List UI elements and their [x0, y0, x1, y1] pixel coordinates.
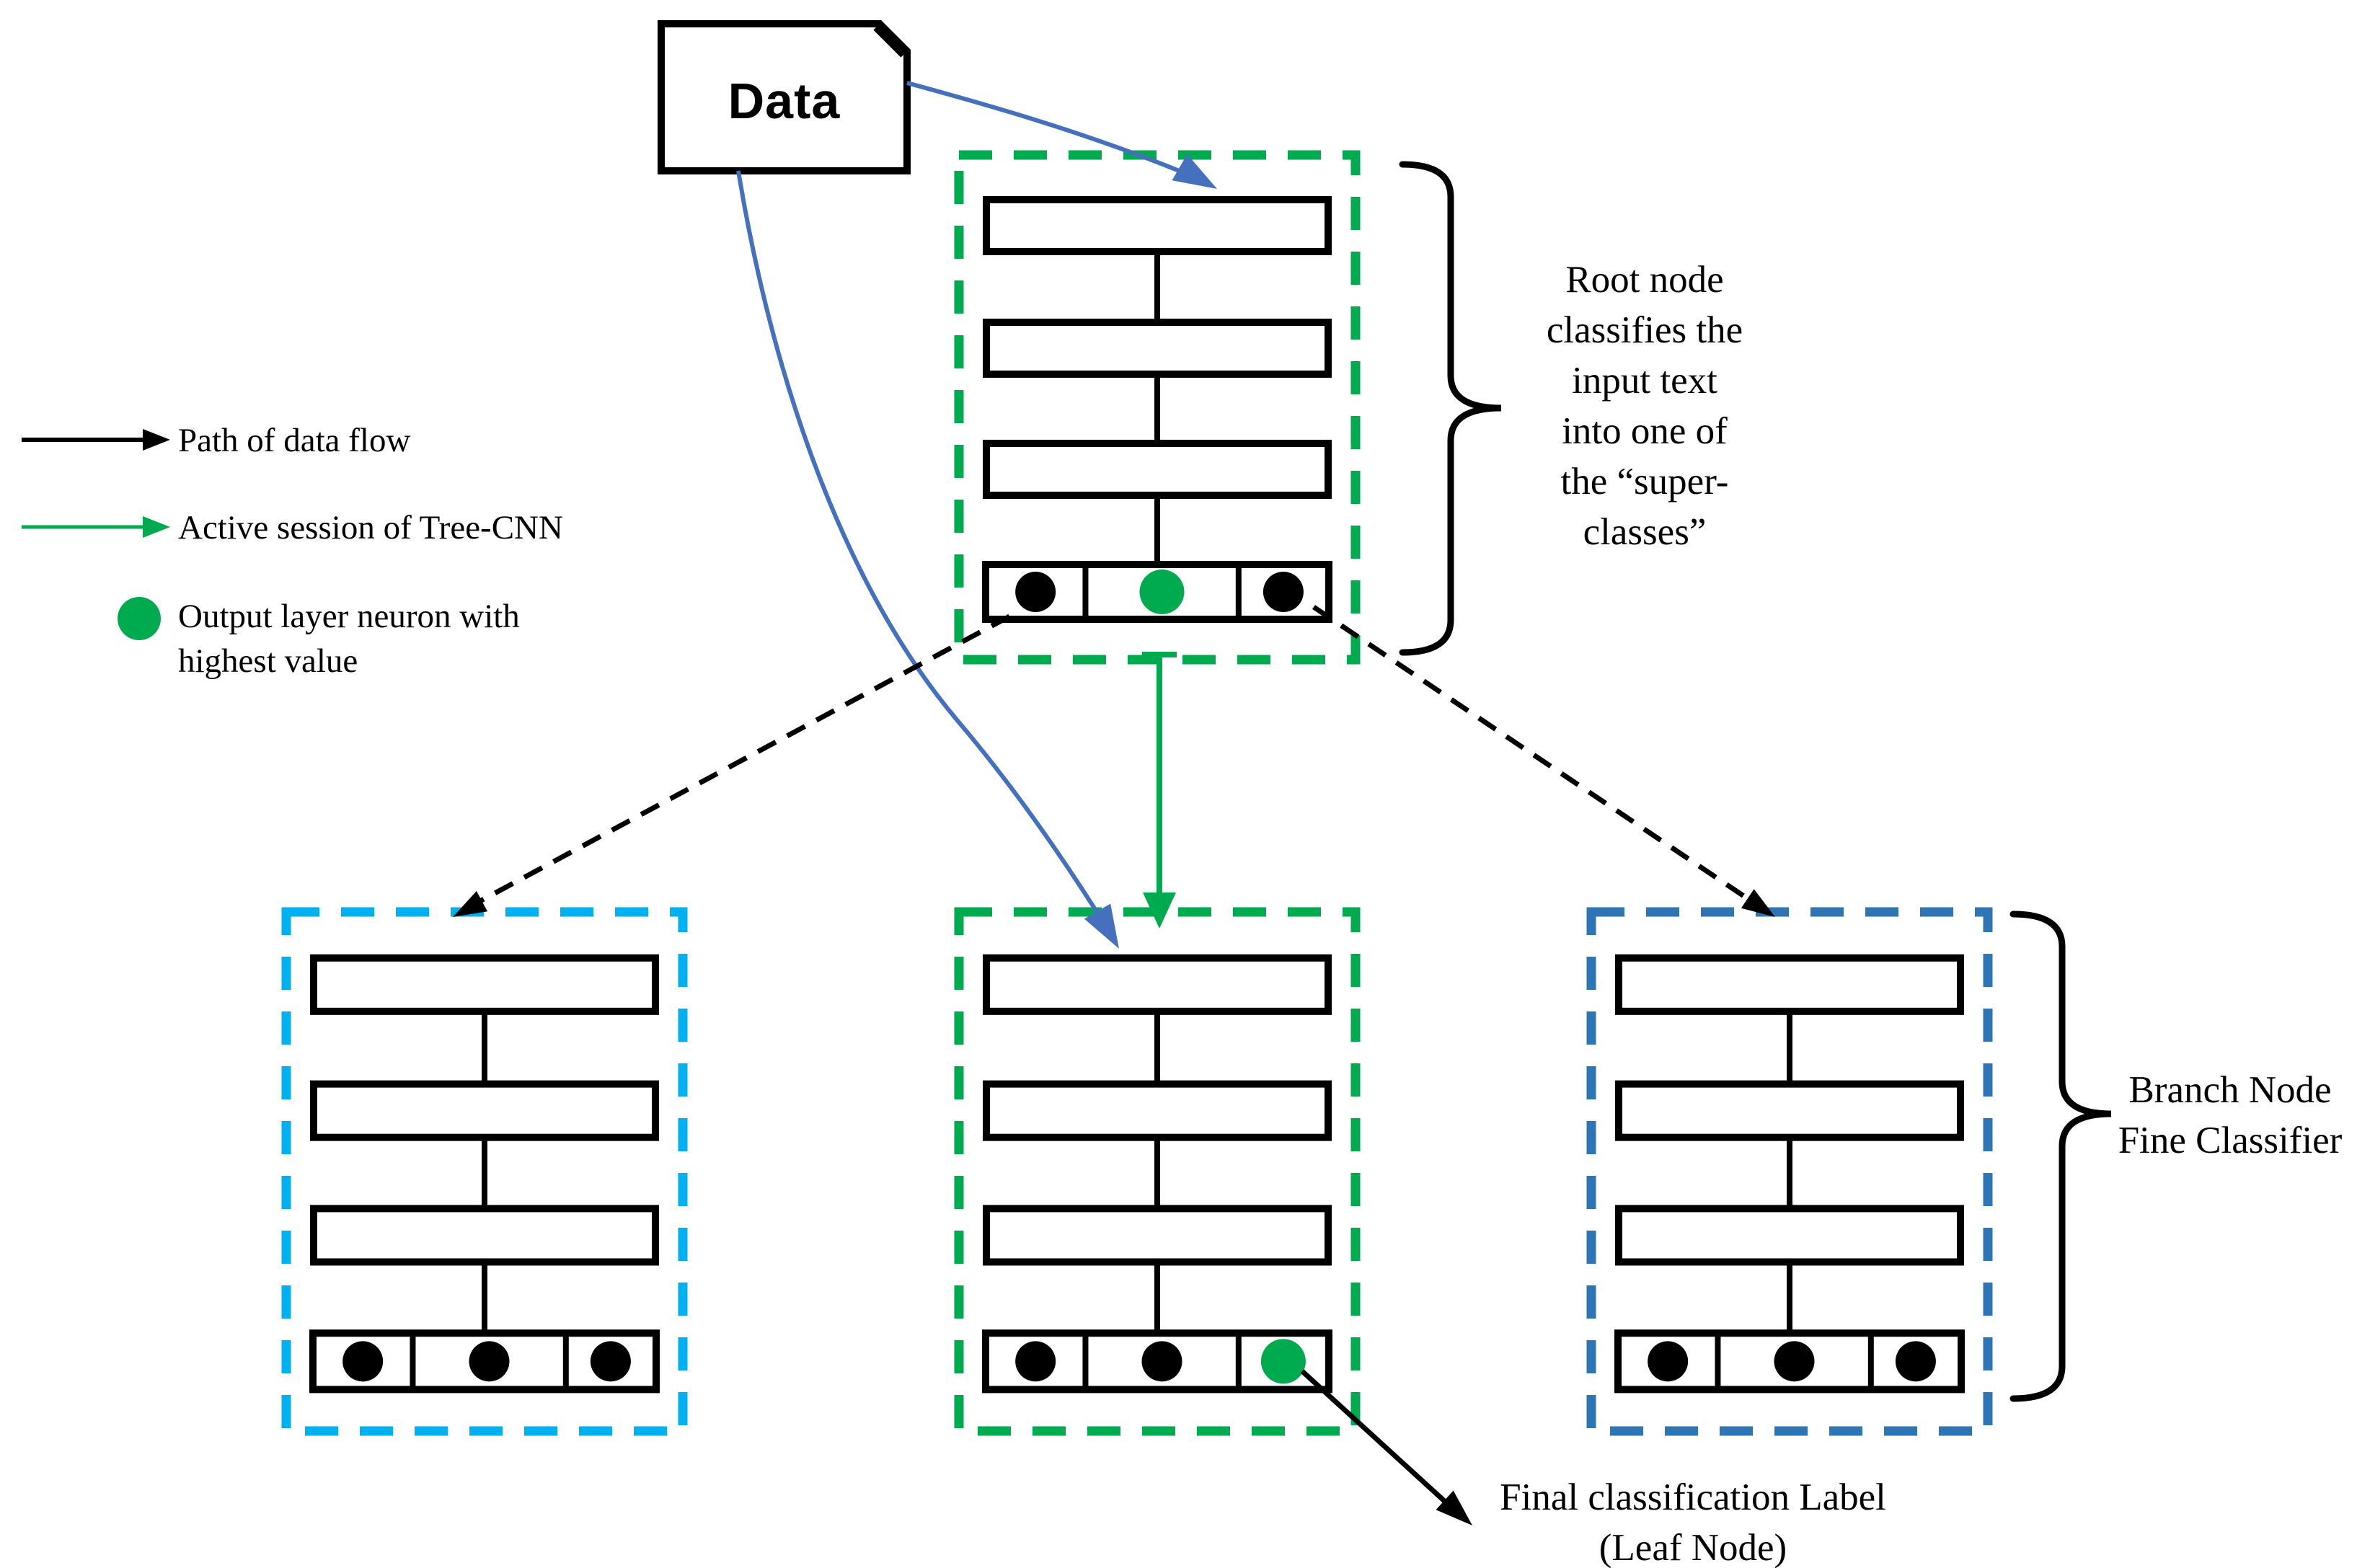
data-box	[658, 20, 911, 174]
root-node-layer-bar-2	[983, 319, 1332, 378]
branch-node-note: Branch Node Fine Classifier	[2118, 1069, 2343, 1161]
branch-node-left-border	[281, 907, 688, 1436]
branch-node-middle-layer-bar-3	[983, 1205, 1332, 1266]
legend-item-active-session: Active session of Tree-CNN	[178, 509, 563, 546]
branch-node-middle-neuron-2	[1141, 1341, 1182, 1382]
leaf-node-note: Final classification Label (Leaf Node)	[1500, 1476, 1886, 1568]
leaf-arrow-head	[1436, 1490, 1472, 1525]
branch-node-left-neuron-2	[469, 1341, 510, 1382]
root-node-layer-bar-1	[983, 196, 1332, 255]
branch-note-brace	[2009, 911, 2112, 1402]
dashed-arrow-left	[476, 614, 1011, 905]
data-to-root-arrowhead	[1172, 154, 1217, 189]
branch-node-left-layer-bar-1	[310, 954, 659, 1015]
data-to-branch-curve	[736, 170, 1107, 926]
root-node-layer-bar-3	[983, 440, 1332, 499]
branch-node-left-neuron-3	[590, 1341, 631, 1382]
branch-node-left-neuron-1	[342, 1341, 384, 1382]
dashed-arrow-left-head	[453, 891, 488, 917]
root-node-neuron-2-highest	[1139, 570, 1185, 614]
branch-node-middle-neuron-1	[1015, 1341, 1056, 1382]
black-arrow-icon	[143, 429, 170, 451]
legend-item-output-neuron: Output layer neuron with highest value	[178, 598, 520, 680]
branch-node-middle-layer-bar-2	[983, 1080, 1332, 1141]
branch-node-left-layer-bar-2	[310, 1080, 659, 1141]
dashed-arrow-right	[1312, 605, 1755, 905]
branch-node-middle-layer-bar-1	[983, 954, 1332, 1015]
branch-node-right-neuron-3	[1895, 1341, 1936, 1382]
branch-node-right-layer-bar-3	[1615, 1205, 1964, 1266]
branch-node-right-border	[1586, 907, 1993, 1436]
branch-node-right-layer-bar-2	[1615, 1080, 1964, 1141]
branch-node-middle-neuron-3-highest	[1260, 1339, 1306, 1384]
data-to-root-curve	[906, 81, 1182, 174]
data-box-label: Data	[728, 73, 841, 129]
branch-node-middle-border	[954, 907, 1361, 1436]
branch-node-right-neuron-1	[1648, 1341, 1689, 1382]
branch-node-left-layer-bar-3	[310, 1205, 659, 1266]
leaf-arrow-line	[1300, 1369, 1453, 1509]
root-node-note: Root node classifies the input text into…	[1546, 259, 1743, 553]
legend-item-path-of-data-flow: Path of data flow	[178, 422, 411, 459]
dashed-arrow-right-head	[1741, 889, 1775, 917]
branch-node-right-layer-bar-1	[1615, 954, 1964, 1015]
data-box-fold	[873, 23, 908, 58]
green-arrow-icon	[143, 516, 170, 538]
active-arrow-head	[1143, 892, 1176, 929]
green-neuron-icon	[118, 597, 161, 640]
root-note-brace	[1399, 161, 1502, 656]
branch-node-right-neuron-2	[1774, 1341, 1815, 1382]
root-node-neuron-3	[1263, 572, 1304, 612]
data-to-branch-arrowhead	[1084, 903, 1119, 949]
root-node-neuron-1	[1015, 572, 1056, 612]
